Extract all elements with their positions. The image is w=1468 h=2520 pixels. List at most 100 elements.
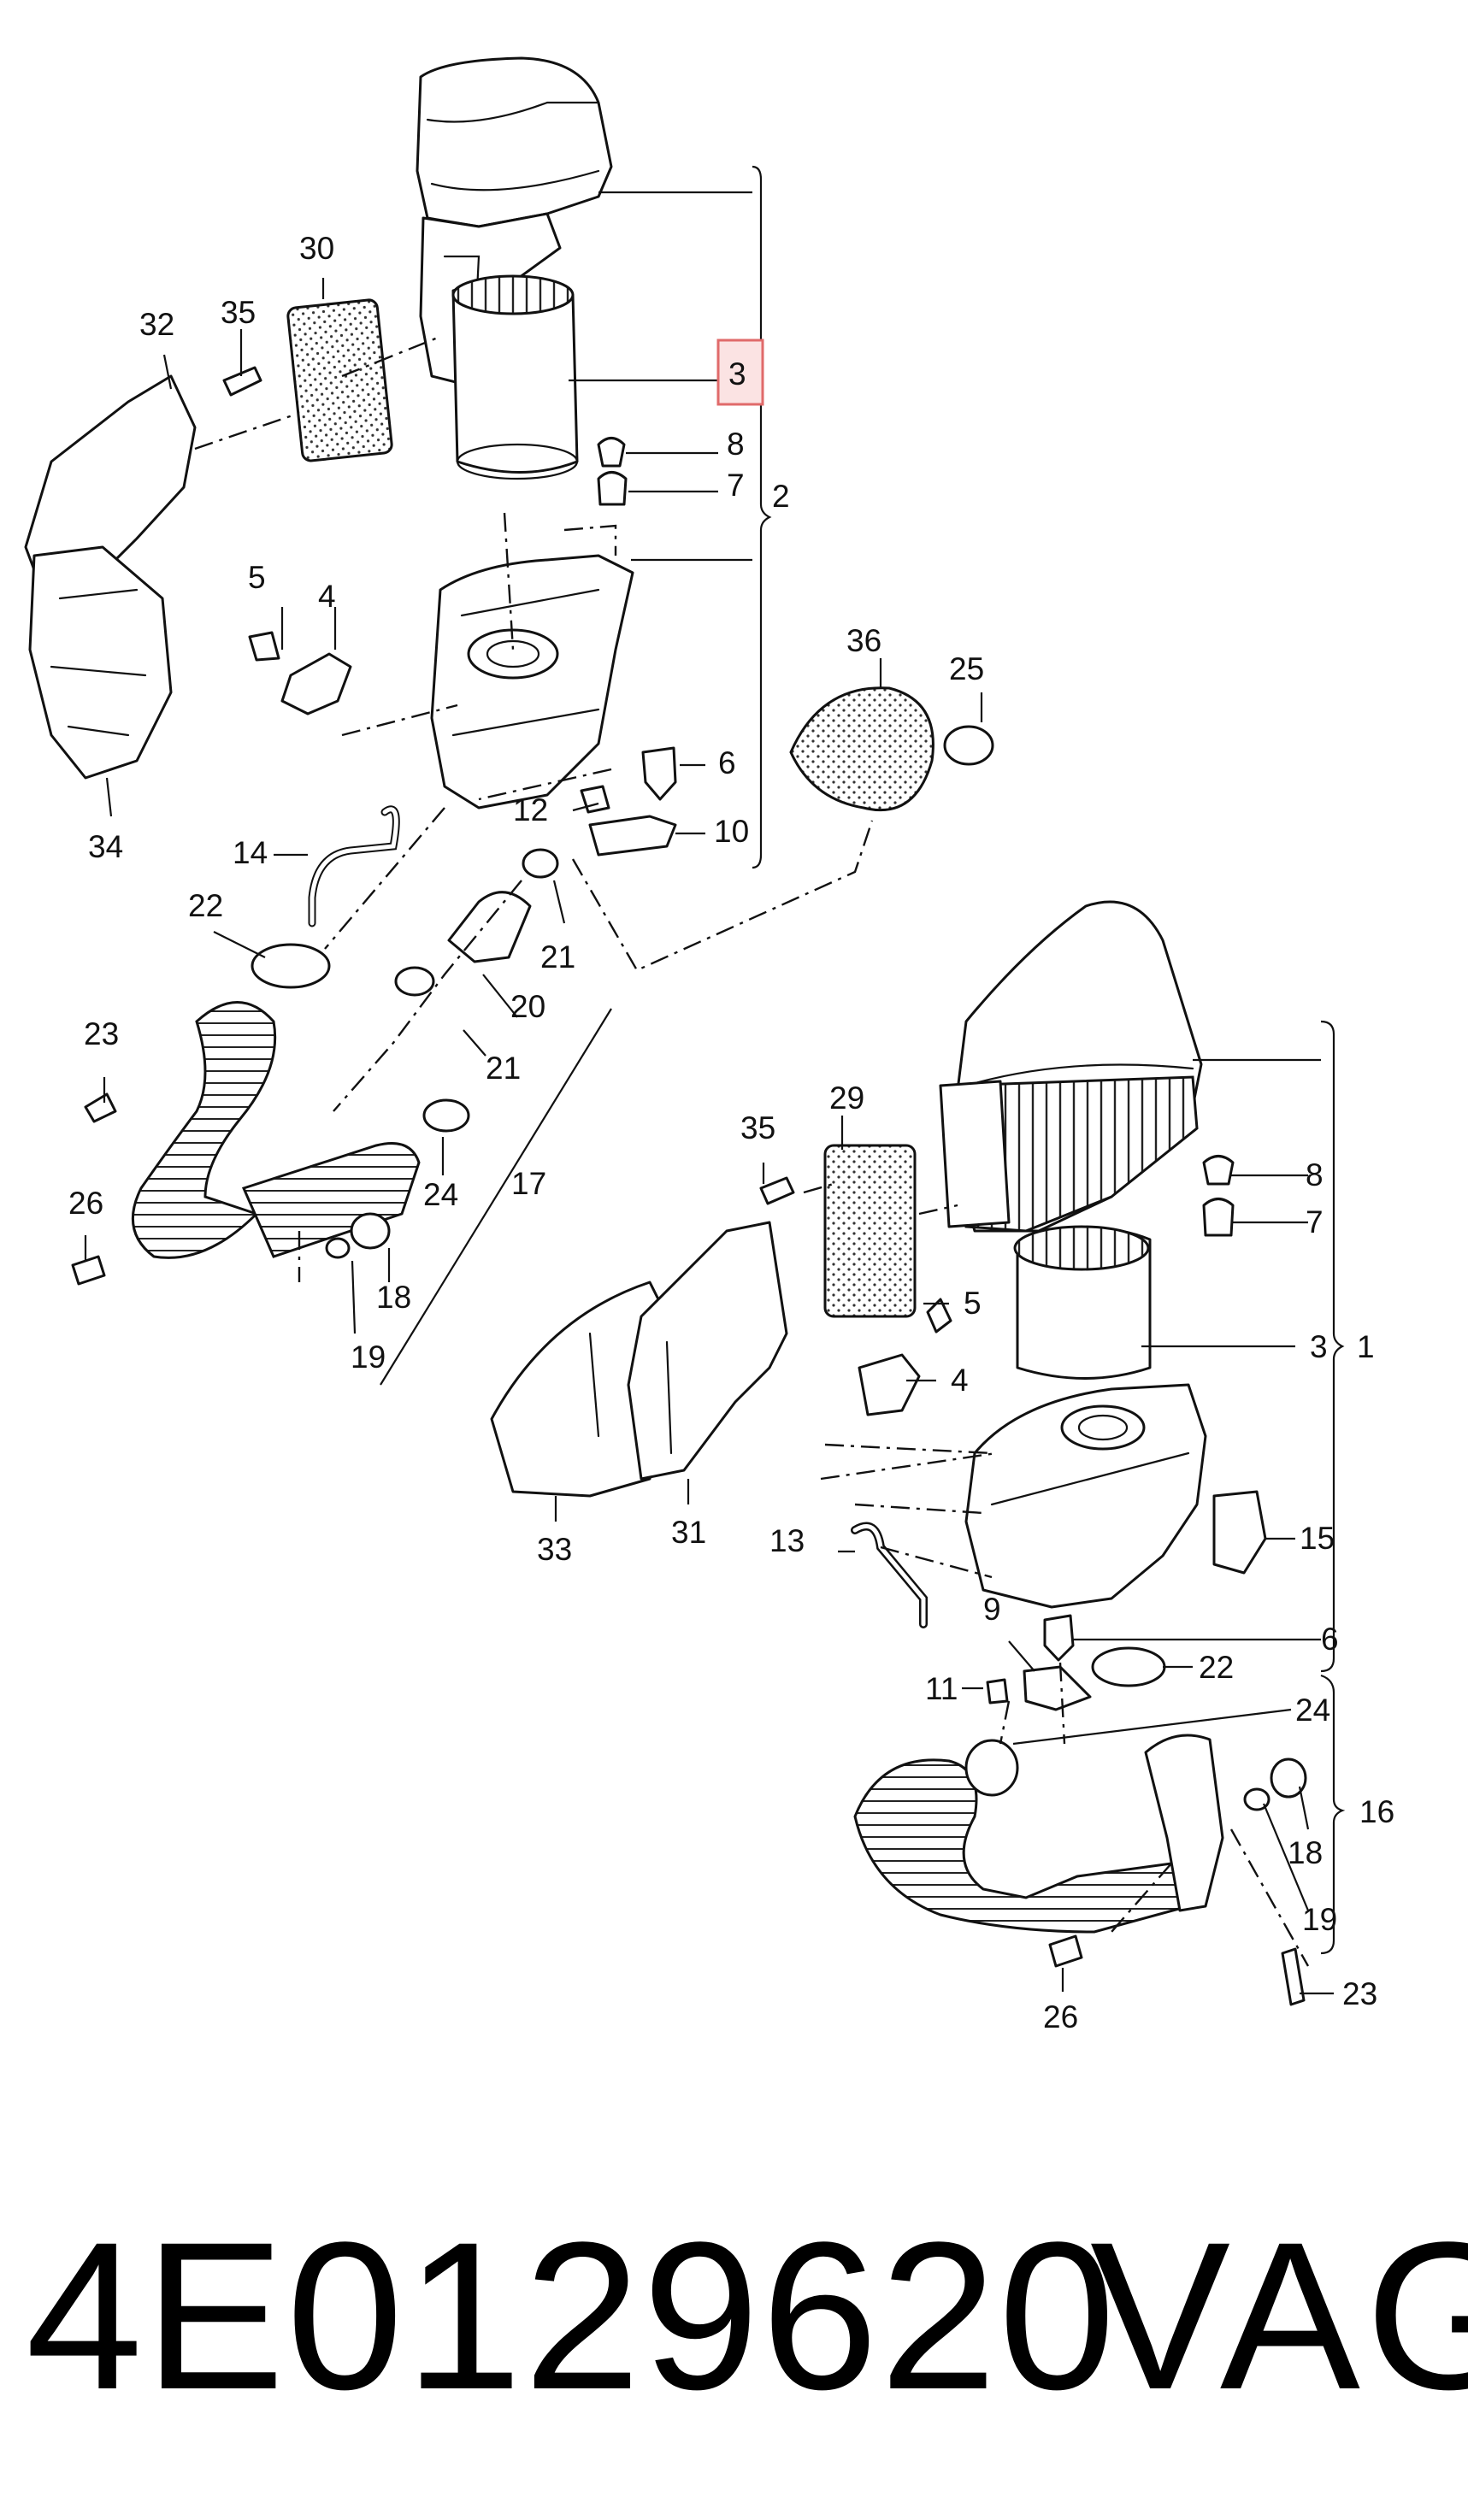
upper-sleeve-20 <box>447 891 532 963</box>
callout-label: 22 <box>1199 1650 1234 1685</box>
upper-clamp-24 <box>422 1098 470 1133</box>
upper-washer-19 <box>325 1237 351 1259</box>
upper-valve-4 <box>280 652 352 715</box>
callout-label: 14 <box>233 835 268 870</box>
callout-label: 6 <box>718 745 736 780</box>
upper-housing-base <box>430 554 634 810</box>
callout-label: 23 <box>84 1016 119 1051</box>
upper-clamp-22 <box>251 943 331 989</box>
upper-hose-36 <box>789 686 934 812</box>
callout-label: 5 <box>964 1286 982 1321</box>
callout-label: 32 <box>139 307 174 342</box>
upper-intake-hose <box>131 1001 277 1259</box>
lower-clamp-24 <box>964 1739 1019 1797</box>
callout-label: 36 <box>846 623 881 658</box>
callout-label: 34 <box>88 829 123 864</box>
callout-label: 4 <box>951 1363 969 1398</box>
lower-bolt-26 <box>1048 1934 1083 1968</box>
callout-label: 35 <box>740 1110 775 1145</box>
lower-grommet-18 <box>1270 1758 1307 1799</box>
callout-label: 18 <box>376 1280 411 1315</box>
callout-label: 5 <box>248 560 266 595</box>
upper-assembly <box>24 56 994 1386</box>
lower-screw-23 <box>1281 1947 1306 2006</box>
lower-screw-11 <box>986 1678 1009 1705</box>
upper-clamp-21b <box>394 966 435 997</box>
lower-plate-9 <box>1023 1665 1092 1711</box>
upper-bracket-10 <box>588 815 677 857</box>
lower-sensor-15 <box>1212 1490 1267 1575</box>
callout-label: 21 <box>486 1051 521 1086</box>
callout-label: 9 <box>983 1592 1001 1627</box>
callout-label: 17 <box>511 1166 546 1201</box>
upper-clamp-21a <box>522 848 559 879</box>
callout-label: 12 <box>513 792 548 827</box>
lower-breather-pipe-13 <box>851 1522 928 1628</box>
upper-intake-hose-2 <box>241 1142 421 1258</box>
callout-label: 7 <box>727 468 745 503</box>
callout-label: 26 <box>1043 1999 1078 2034</box>
upper-screw-23 <box>84 1092 117 1123</box>
callout-label: 25 <box>949 651 984 686</box>
lower-side-cover-31 <box>627 1221 788 1481</box>
lower-intake-hose <box>853 1758 1191 1934</box>
lower-clamp-22 <box>1091 1646 1166 1687</box>
upper-grommet-18 <box>350 1212 391 1250</box>
callout-label: 6 <box>1321 1622 1339 1657</box>
upper-filter-mat <box>286 298 393 462</box>
upper-bolt-35 <box>222 366 262 397</box>
lower-valve-4 <box>858 1353 921 1416</box>
callout-label: 10 <box>714 814 749 849</box>
part-number: 4E0129620 <box>26 2199 1117 2434</box>
callout-label: 35 <box>221 295 256 330</box>
callout-label: 13 <box>769 1523 805 1558</box>
lower-intake-neck <box>1144 1734 1224 1912</box>
callout-label: 29 <box>829 1080 864 1116</box>
grommet-8 <box>597 437 626 468</box>
callout-label: 16 <box>1359 1794 1394 1829</box>
callout-label: 1 <box>1357 1329 1375 1364</box>
lower-grommet-8 <box>1202 1155 1235 1186</box>
callout-label: 7 <box>1306 1204 1324 1239</box>
callout-label: 19 <box>1302 1902 1337 1937</box>
upper-valve-6 <box>641 746 677 801</box>
callout-label: 2 <box>772 479 790 514</box>
callout-label: 24 <box>1295 1693 1330 1728</box>
lower-seal-7 <box>1202 1198 1235 1237</box>
upper-clamp-25 <box>943 725 994 766</box>
lower-valve-6 <box>1043 1614 1075 1662</box>
lower-housing-base <box>964 1383 1207 1609</box>
callout-label: 3 <box>728 356 746 392</box>
callout-label: 8 <box>727 427 745 462</box>
upper-bolt-26 <box>71 1255 106 1286</box>
callout-labels: 30 35 32 3 8 7 2 5 4 36 25 6 12 10 14 22… <box>68 231 1394 2034</box>
lower-assembly <box>490 900 1346 2006</box>
callout-label: 33 <box>537 1532 572 1567</box>
callout-label: 4 <box>318 579 336 614</box>
callout-label: 11 <box>925 1671 958 1706</box>
upper-heat-shield <box>28 545 173 780</box>
upper-housing-cover <box>416 56 613 228</box>
callout-label: 20 <box>510 989 545 1024</box>
lower-washer-19 <box>1243 1787 1270 1811</box>
highlight-box-3 <box>716 339 764 406</box>
callout-label: 18 <box>1288 1835 1323 1870</box>
upper-nut-12 <box>580 785 610 814</box>
callout-label: 26 <box>68 1186 103 1221</box>
callout-label: 8 <box>1306 1157 1324 1192</box>
lower-bolt-35 <box>759 1176 795 1205</box>
brand-name: VAG <box>1090 2199 1468 2434</box>
callout-label: 30 <box>299 231 334 266</box>
upper-screw-5 <box>248 631 280 662</box>
callout-label: 15 <box>1300 1521 1335 1556</box>
lower-housing-duct <box>939 1080 1011 1228</box>
lower-filter-mat <box>823 1144 917 1318</box>
callout-label: 31 <box>671 1515 706 1550</box>
callout-label: 19 <box>351 1339 386 1375</box>
callout-label: 3 <box>1310 1329 1328 1364</box>
callout-label: 24 <box>423 1177 458 1212</box>
callout-label: 22 <box>188 888 223 923</box>
callout-label: 21 <box>540 939 575 974</box>
seal-7 <box>597 471 628 506</box>
